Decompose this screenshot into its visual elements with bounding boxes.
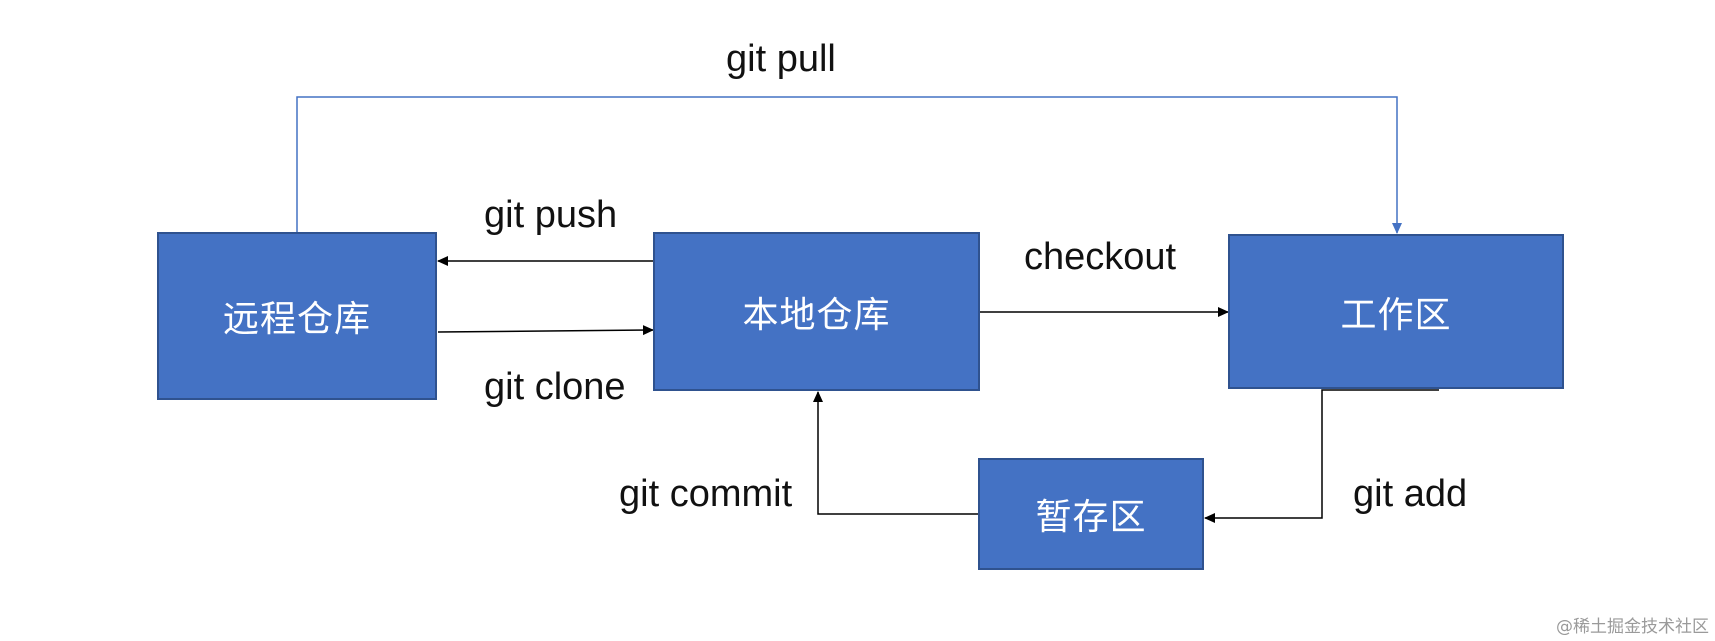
git-add-label: git add (1353, 473, 1468, 515)
watermark: @稀土掘金技术社区 (1556, 617, 1709, 637)
git-commit-label: git commit (619, 473, 793, 515)
workspace-label: 工作区 (1340, 294, 1452, 336)
checkout-label: checkout (1024, 236, 1177, 278)
local-repo-label: 本地仓库 (742, 294, 891, 336)
remote-repo-node: 远程仓库 (157, 232, 437, 400)
git-push-label: git push (484, 194, 618, 236)
git-pull-label: git pull (726, 38, 836, 80)
local-repo-node: 本地仓库 (653, 232, 980, 391)
remote-repo-label: 远程仓库 (222, 299, 371, 340)
git-add-arrow (1204, 389, 1439, 523)
git-clone-label: git clone (484, 366, 626, 408)
git-pull-arrow (296, 96, 1402, 234)
staging-node: 暂存区 (978, 458, 1204, 570)
git-commit-arrow (813, 391, 979, 515)
staging-label: 暂存区 (1035, 497, 1147, 538)
git-clone-arrow (437, 325, 654, 336)
workspace-node: 工作区 (1228, 234, 1564, 389)
